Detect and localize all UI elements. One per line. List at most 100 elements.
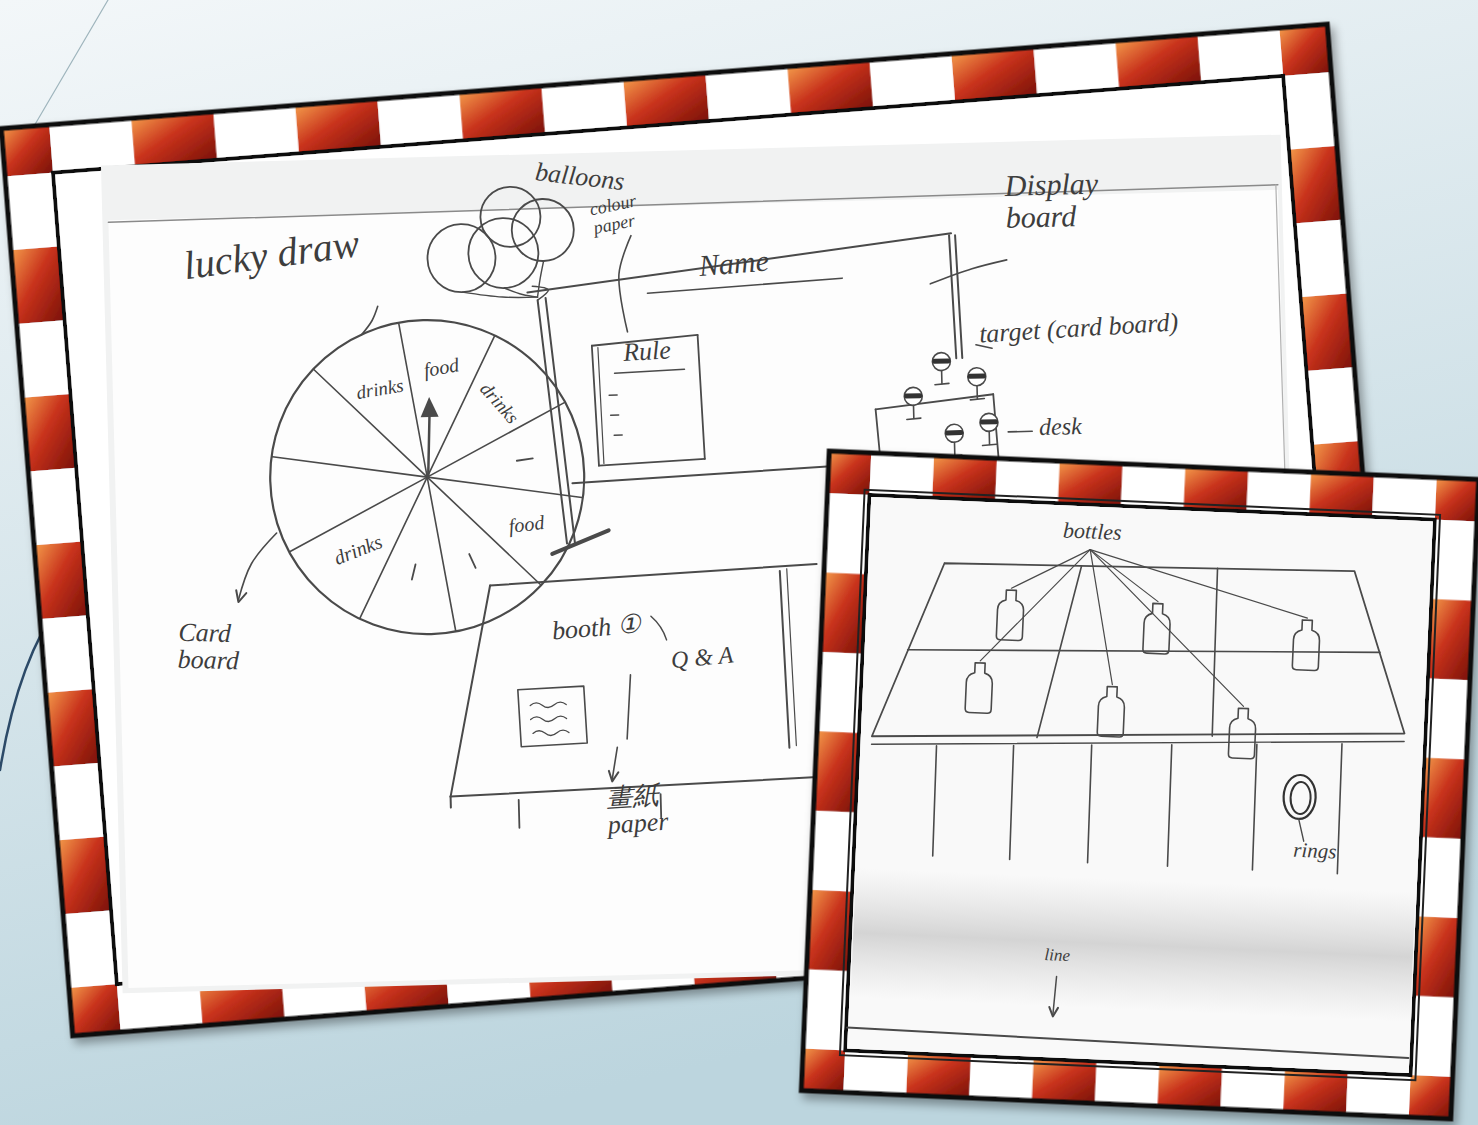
target-stand [913,405,915,418]
table-divider [1210,568,1219,736]
rule-dash [614,434,622,436]
title-underline [647,278,842,293]
target-figure [904,387,922,405]
lucky-wheel: drinksfooddrinksfooddrinks [263,313,591,641]
target-stand [970,398,984,399]
target-glasses [932,358,950,363]
leader-line [618,236,634,332]
target-stand [941,371,943,384]
target-glasses [904,393,922,398]
frame-tile [1115,34,1201,88]
rule-underline [615,369,685,373]
wheel-rim [266,316,588,638]
frame-tile [623,73,709,127]
bottle [996,590,1024,641]
frame-tile [34,542,88,620]
pointer-head [420,397,439,417]
leader-line [930,260,1008,284]
frame-tile [827,451,871,495]
annotation: rings [1293,839,1384,865]
target-stand [976,386,978,399]
leader-line [1298,819,1305,841]
balloon [511,198,575,262]
annotation: desk [1039,413,1120,440]
leader-arrow [237,533,279,600]
target-glasses [945,430,963,435]
bottle [1097,686,1125,737]
photo-frame [801,451,1478,1119]
bottle [965,662,993,713]
leader-line [1011,546,1090,591]
paper-edge [108,185,1278,223]
target-figure [980,413,998,431]
arrow-head [609,771,619,782]
booth-text: Q & A [670,642,734,673]
leader-arrow [1053,976,1057,1014]
frame-tile [46,689,100,767]
wheel-mark [469,554,475,568]
target-figure [932,352,950,370]
target-stand [907,418,921,419]
table-leg [1009,746,1015,860]
bottle [1228,708,1256,759]
frame-tile [69,984,121,1036]
frame-tile [23,394,77,472]
target-figure [945,424,963,442]
ring [1290,782,1311,815]
frame-inner-line [845,495,1435,1075]
target-stand [983,444,997,445]
wheel-pointer [427,413,432,477]
board-title: Name [698,245,770,282]
balloon [480,186,542,248]
paper-squiggle [533,730,569,736]
frame-outline [801,451,1478,1119]
frame-tile [1,125,53,177]
photo-smudge [850,868,1415,1022]
throw-line [847,1027,1409,1058]
arrow-head [236,590,246,602]
frame-tile [11,246,65,324]
target-stand [954,442,956,455]
rule-dash [611,414,619,416]
leader-line [980,545,1090,665]
booth-text: booth ① [551,611,642,645]
ring [1283,774,1317,819]
table-edge [490,564,817,586]
wheel-spoke [427,473,582,501]
bottle [1292,620,1320,671]
leader-line [1084,550,1118,685]
pole-base [552,530,610,553]
table-leg [1336,744,1343,874]
paper-squiggle [531,716,567,722]
leader-line [651,616,667,640]
table-leg [1166,745,1172,867]
frame-tile [951,47,1037,101]
booth-divider [787,569,797,746]
wheel-mark [517,458,533,460]
table-leg [1251,744,1257,870]
wheel-prize: food [508,512,546,537]
board-edge [526,233,952,292]
target-stand [988,431,990,444]
frame-tile [1279,24,1331,76]
rule-edge [698,335,705,459]
leader-line [1008,430,1032,432]
frame-tile [801,1049,845,1093]
target-stand [935,383,949,384]
wheel-spoke [273,453,428,481]
pole [538,300,567,545]
rule-board: Rule [592,335,707,468]
frame-tile [459,86,545,140]
arrow-head [1049,1007,1058,1017]
paper-sheet [518,686,588,747]
leader-line [1088,550,1310,619]
table-edge [450,797,452,808]
rule-edge [599,459,705,466]
annotation: Display board [1004,166,1166,233]
wheel-prize: drinks [331,531,385,569]
wheel-spoke [399,323,427,478]
paper-squiggle [530,702,566,708]
rule-dash [609,394,617,396]
frame-tile [1435,478,1478,522]
